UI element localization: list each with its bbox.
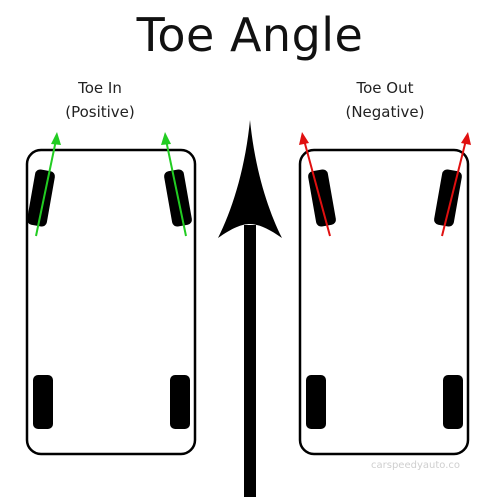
toe-in-sublabel: (Positive)	[65, 103, 135, 121]
toe-out-front-right-wheel	[434, 169, 462, 227]
toe-in-caption: Toe In (Positive)	[25, 76, 175, 124]
direction-arrow-shaft	[244, 225, 256, 497]
toe-in-left-arrow	[35, 132, 61, 237]
direction-arrow-head	[218, 120, 282, 238]
toe-in-rear-right-wheel	[170, 375, 190, 429]
toe-in-right-arrow	[161, 132, 187, 237]
toe-out-caption: Toe Out (Negative)	[310, 76, 460, 124]
toe-out-rear-left-wheel	[306, 375, 326, 429]
watermark: carspeedyauto.co	[371, 460, 460, 471]
toe-out-car-body	[298, 148, 470, 456]
toe-out-front-left-wheel	[308, 169, 336, 227]
toe-out-right-arrow	[441, 132, 471, 237]
toe-out-sublabel: (Negative)	[345, 103, 425, 121]
diagram-title: Toe Angle	[136, 8, 364, 62]
toe-in-car-body	[25, 148, 197, 456]
toe-in-front-left-wheel	[27, 169, 55, 227]
toe-out-left-arrow	[299, 132, 331, 237]
toe-in-rear-left-wheel	[33, 375, 53, 429]
toe-out-rear-right-wheel	[443, 375, 463, 429]
toe-in-label: Toe In	[78, 79, 122, 97]
toe-out-label: Toe Out	[356, 79, 414, 97]
